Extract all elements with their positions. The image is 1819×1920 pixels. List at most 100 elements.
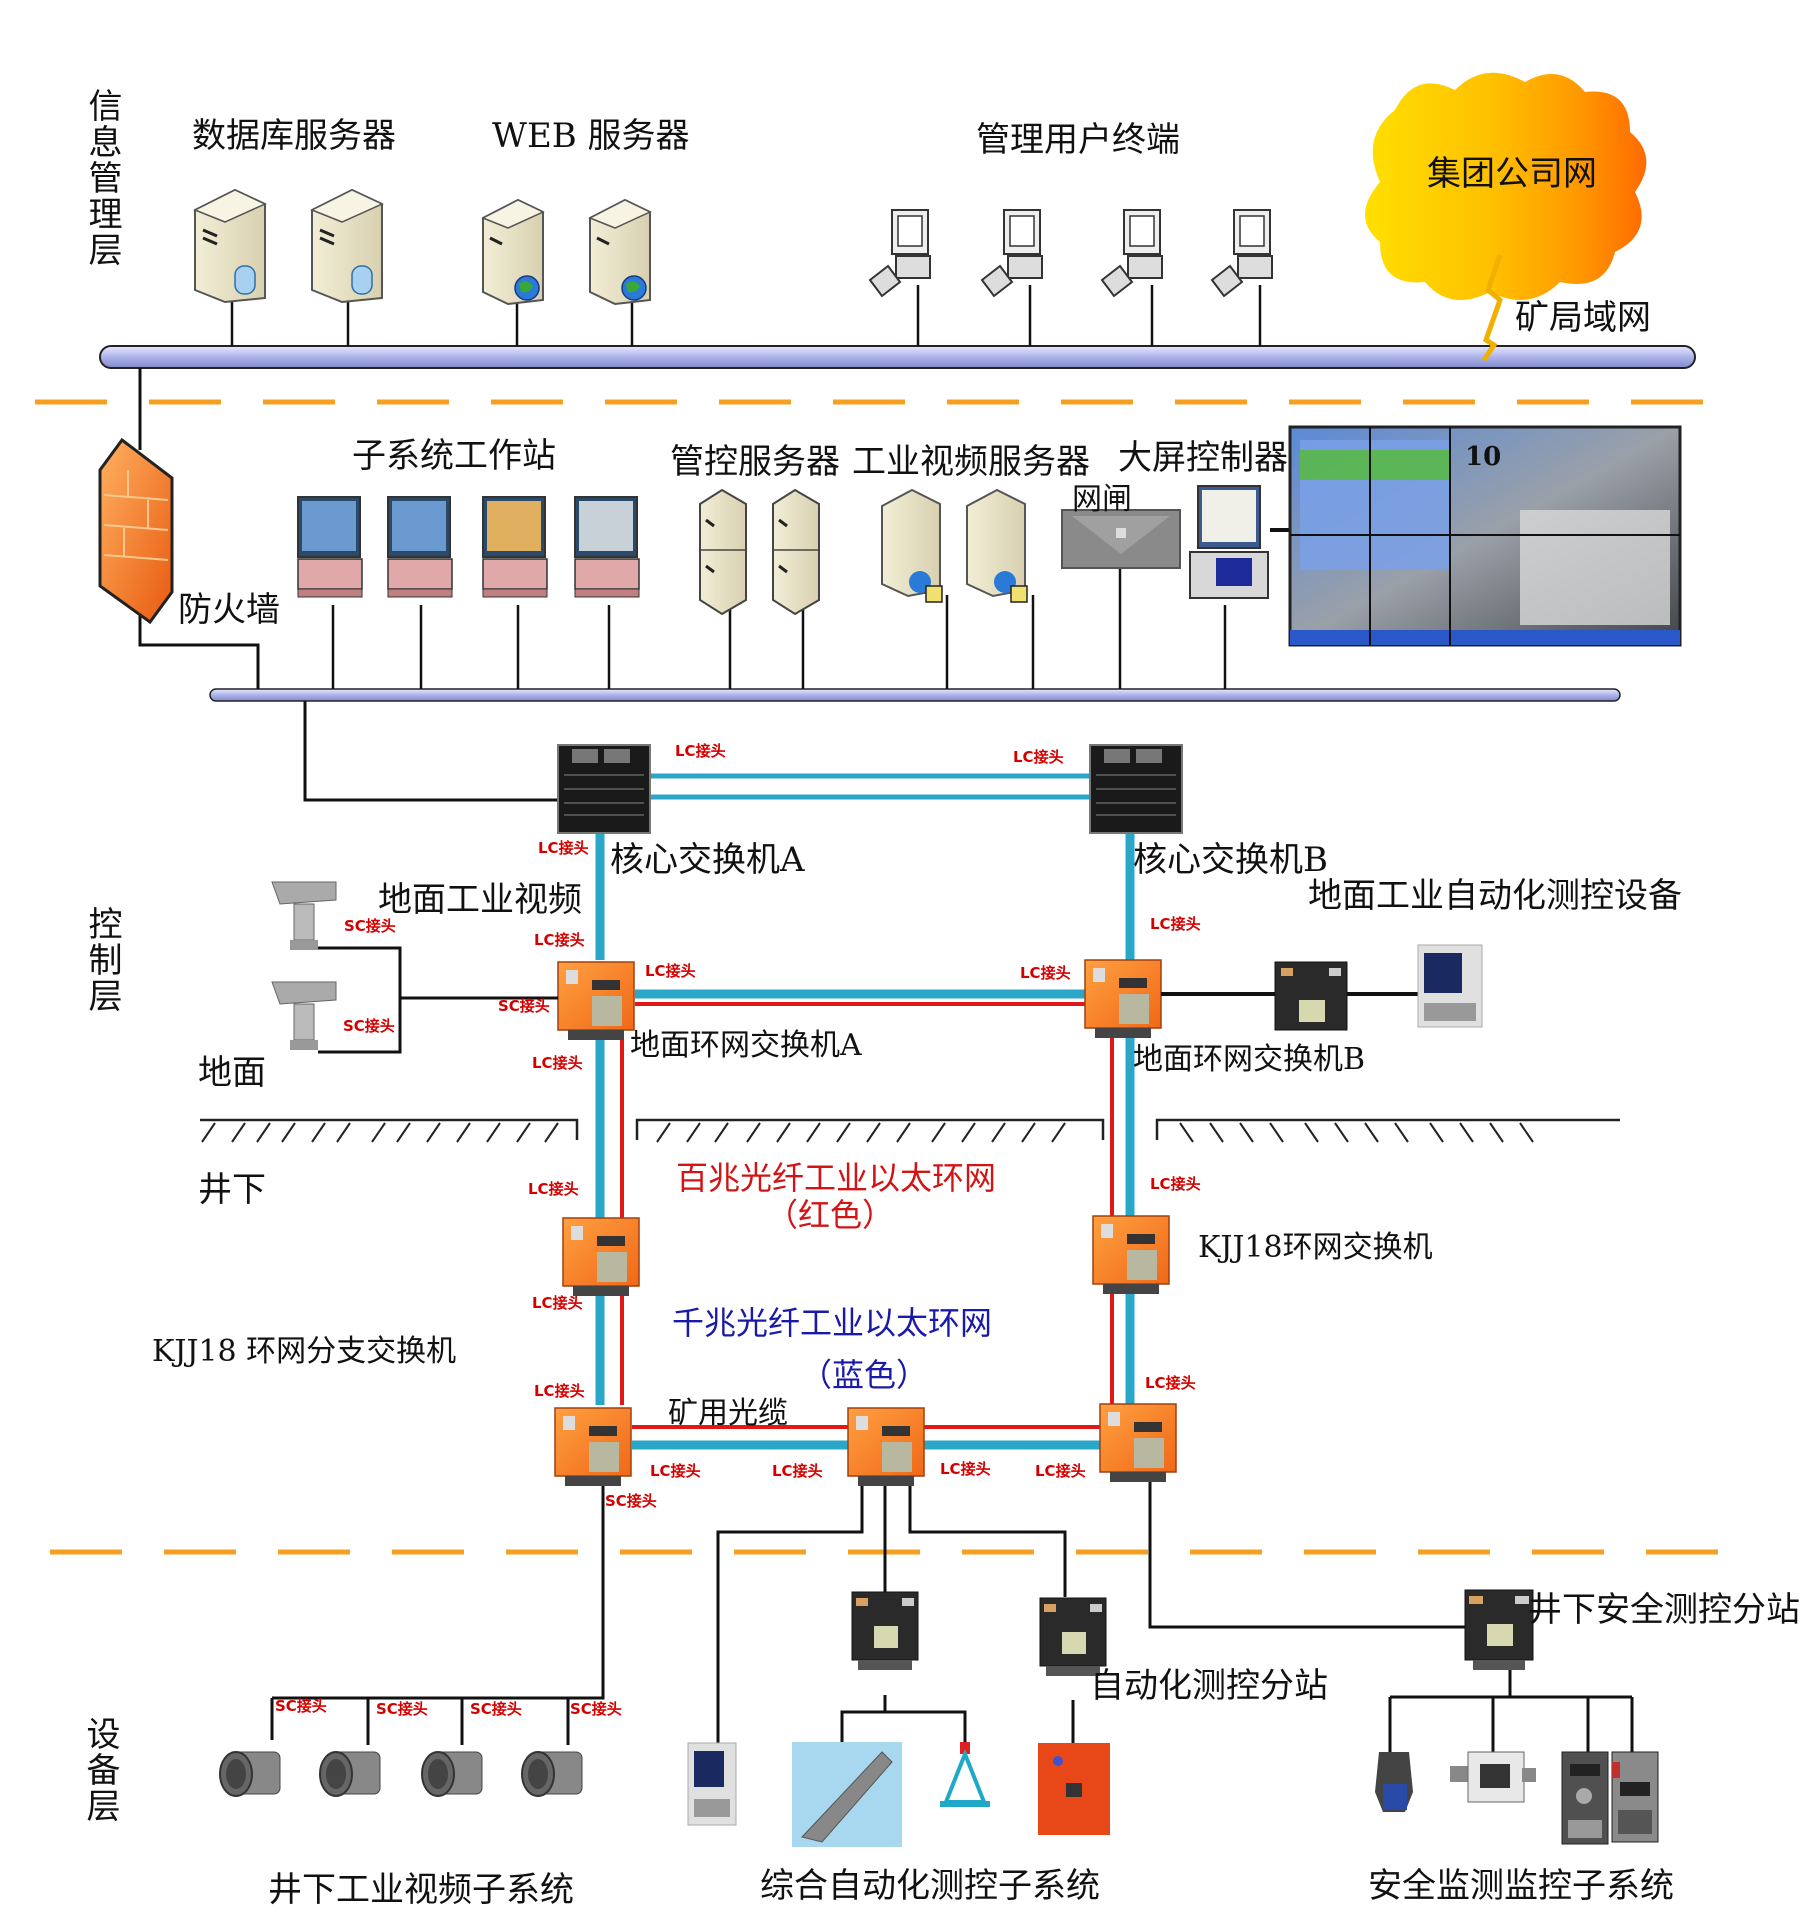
svg-text:10: 10 (1465, 442, 1501, 472)
bus-to-core-a (303, 701, 560, 802)
core-link-fiber (650, 773, 1090, 800)
automation-substation-icon (1039, 1597, 1107, 1676)
1000m-ring-color-label: （蓝色） (800, 1356, 929, 1394)
mgmt-server-icon (699, 488, 747, 616)
connector-label: SC接头 (343, 1017, 395, 1035)
layer-label-control: 控制层 (82, 906, 122, 1014)
gateway-icon (1061, 509, 1181, 569)
workstations-label: 子系统工作站 (352, 436, 556, 476)
terminal-icon (980, 209, 1043, 298)
touch-panel-icon (1417, 944, 1483, 1028)
connector-label: LC接头 (528, 1180, 579, 1198)
video-server-icon (881, 488, 943, 603)
firewall-label: 防火墙 (178, 590, 280, 630)
connector-label: SC接头 (570, 1700, 622, 1718)
video-wall: 10 (1288, 425, 1682, 647)
connector-label: LC接头 (1013, 748, 1064, 766)
control-box-icon (1274, 961, 1348, 1031)
sensor-icon (1450, 1751, 1536, 1803)
workstation-icon (482, 496, 548, 598)
firewall-icon (98, 437, 174, 625)
firewall-link (138, 368, 260, 689)
automation-substation-icon (851, 1591, 919, 1670)
safety-subsystem-label: 安全监测监控子系统 (1368, 1866, 1674, 1906)
conveyor-icon (792, 1742, 902, 1847)
db-server-icon (310, 188, 384, 304)
ptz-camera-icon (271, 881, 337, 950)
web-server-icon (588, 198, 652, 306)
control-drops (331, 555, 1227, 689)
100m-ring-label: 百兆光纤工业以太环网 (676, 1159, 997, 1197)
connector-label: LC接头 (675, 742, 726, 760)
automation-subsystem-label: 综合自动化测控子系统 (760, 1866, 1100, 1906)
lightning-icon (1481, 254, 1503, 362)
video-server-icon (966, 488, 1028, 603)
connector-label: LC接头 (940, 1460, 991, 1478)
connector-label: LC接头 (532, 1294, 583, 1312)
terminal-icon (868, 209, 931, 298)
screen-controller-icon (1189, 485, 1269, 599)
ptz-camera-icon (271, 981, 337, 1050)
ring-switch-b-label: 地面环网交换机B (1133, 1042, 1366, 1077)
surface-automation-label: 地面工业自动化测控设备 (1308, 876, 1682, 916)
connector-label: LC接头 (538, 839, 589, 857)
workstation-icon (297, 496, 363, 598)
ring-switch-a-icon (557, 961, 635, 1040)
connector-label: LC接头 (532, 1054, 583, 1072)
100m-ring-color-label: （红色） (766, 1196, 895, 1234)
ring-switch-a-label: 地面环网交换机A (630, 1028, 862, 1063)
bullet-camera-icon (421, 1751, 483, 1797)
control-bus (209, 688, 1621, 702)
core-switch-icon (1089, 744, 1183, 834)
kjj18-branch-label: KJJ18 环网分支交换机 (152, 1334, 457, 1369)
1000m-ring-label: 千兆光纤工业以太环网 (672, 1304, 993, 1342)
gateway-label: 网闸 (1072, 482, 1132, 517)
ring-switch-b-icon (1084, 959, 1162, 1038)
layer-label-device: 设备层 (80, 1716, 120, 1824)
connector-label: LC接头 (534, 1382, 585, 1400)
connector-label: LC接头 (1145, 1374, 1196, 1392)
db-server-icon (193, 188, 267, 304)
connector-label: LC接头 (1150, 1175, 1201, 1193)
workstation-icon (574, 496, 640, 598)
surface-video-label: 地面工业视频 (378, 880, 582, 920)
connector-label: SC接头 (344, 917, 396, 935)
core-switch-a-label: 核心交换机A (610, 840, 805, 880)
mgmt-servers-label: 管控服务器 (670, 442, 840, 482)
underground-label: 井下 (198, 1170, 266, 1210)
web-servers-label: WEB 服务器 (492, 116, 690, 156)
screen-controller-label: 大屏控制器 (1118, 438, 1288, 478)
sensor-icon (1375, 1752, 1413, 1812)
video-servers-label: 工业视频服务器 (852, 442, 1090, 482)
mine-cable-label: 矿用光缆 (668, 1396, 788, 1431)
db-servers-label: 数据库服务器 (192, 116, 396, 156)
mine-lan-label: 矿局域网 (1515, 298, 1651, 338)
bullet-camera-icon (219, 1751, 281, 1797)
core-switch-icon (557, 744, 651, 834)
mgmt-server-icon (772, 488, 820, 616)
connector-label: LC接头 (1020, 964, 1071, 982)
connector-label: LC接头 (1150, 915, 1201, 933)
ring-switch-bottom-right-icon (1099, 1403, 1177, 1482)
surface-label: 地面 (198, 1053, 266, 1093)
core-switch-b-label: 核心交换机B (1133, 840, 1328, 880)
camera-links (318, 946, 558, 1054)
connector-label: LC接头 (534, 931, 585, 949)
cloud-icon (1365, 72, 1647, 300)
user-terminals-label: 管理用户终端 (976, 120, 1180, 160)
info-bus (99, 345, 1696, 369)
connector-label: LC接头 (645, 962, 696, 980)
ground-hatch (201, 1122, 1534, 1143)
group-network-label: 集团公司网 (1427, 154, 1597, 194)
device-wiring (270, 1482, 1634, 1756)
safety-station-label: 井下安全测控分站 (1528, 1590, 1800, 1630)
kjj18-branch-switch-icon (562, 1217, 640, 1296)
kjj18-ring-switch-icon (1092, 1215, 1170, 1294)
info-drops (230, 285, 1262, 346)
safety-substation-icon (1464, 1589, 1534, 1670)
connector-label: SC接头 (275, 1697, 327, 1715)
video-subsystem-label: 井下工业视频子系统 (268, 1870, 574, 1910)
gas-detector-icon (1561, 1751, 1609, 1845)
automation-station-label: 自动化测控分站 (1090, 1666, 1328, 1706)
